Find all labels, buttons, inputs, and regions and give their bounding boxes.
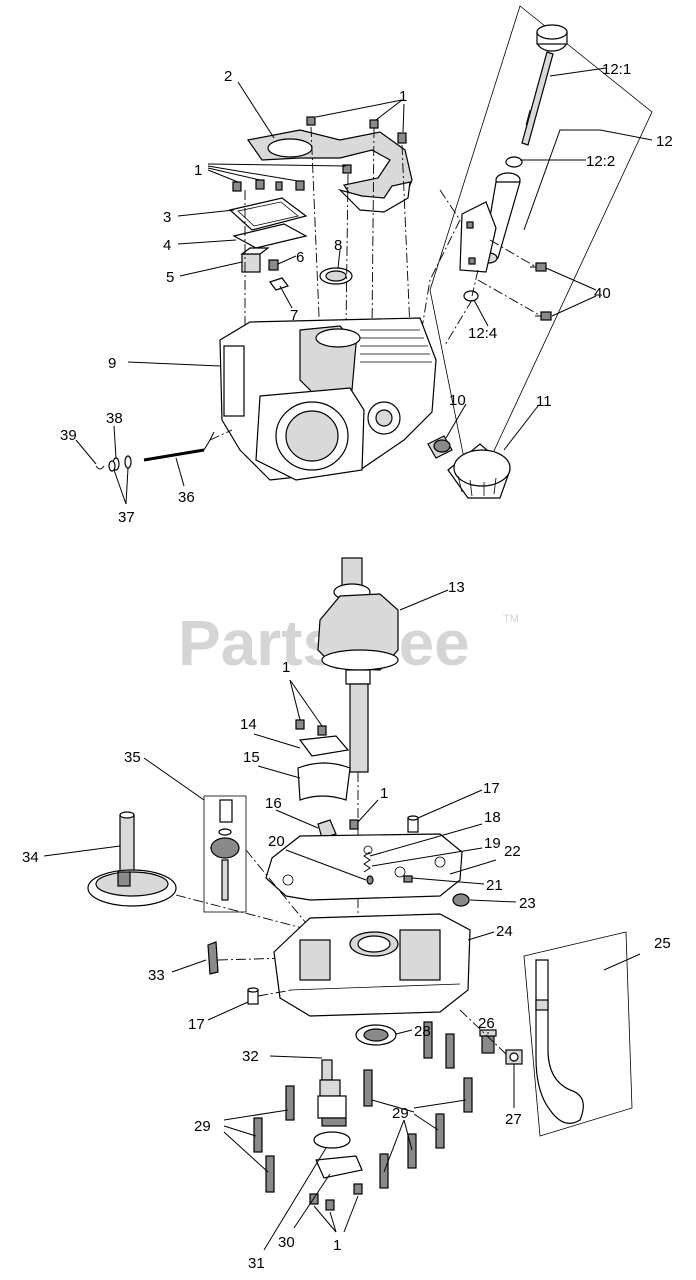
oil-screen-part[interactable] — [297, 762, 351, 801]
callout-34: 34 — [22, 849, 39, 866]
governor-shaft-part[interactable] — [143, 431, 215, 462]
callout-24: 24 — [496, 923, 513, 940]
callout-1-bottom: 1 — [333, 1237, 341, 1254]
callout-18: 18 — [484, 809, 501, 826]
crankcase-gasket-part[interactable] — [265, 833, 463, 901]
hitch-pin-clip-part[interactable] — [95, 465, 105, 470]
valve-seal-part[interactable] — [319, 267, 353, 285]
callout-31: 31 — [248, 1255, 265, 1272]
crankshaft-seal-part[interactable] — [355, 1024, 397, 1046]
dipstick-rod-part[interactable] — [521, 51, 554, 146]
callout-40: 40 — [594, 285, 611, 302]
callout-26: 26 — [478, 1015, 495, 1032]
callout-12: 12 — [656, 133, 673, 150]
callout-36: 36 — [178, 489, 195, 506]
oil-pick-up-cover-part[interactable] — [298, 735, 350, 757]
dipstick-o-ring-part[interactable] — [505, 156, 523, 168]
relief-ball-part[interactable] — [366, 875, 374, 885]
crankcase-cylinder-part[interactable] — [219, 317, 437, 481]
callout-17-upper: 17 — [483, 780, 500, 797]
oil-slinger-part[interactable] — [207, 941, 219, 975]
callout-7: 7 — [290, 307, 298, 324]
callout-25: 25 — [654, 935, 671, 952]
oil-filter-part[interactable] — [447, 443, 511, 499]
callout-11: 11 — [536, 393, 552, 410]
pump-cover-screws-part[interactable] — [309, 1183, 363, 1211]
breather-screw-part[interactable] — [268, 259, 279, 271]
pump-cover-part[interactable] — [315, 1155, 363, 1179]
callout-19: 19 — [484, 835, 501, 852]
callout-1-top: 1 — [399, 88, 407, 105]
oil-pump-screws-part[interactable] — [295, 719, 359, 830]
callout-5: 5 — [166, 269, 174, 286]
callout-33: 33 — [148, 967, 165, 984]
dipstick-cap-part[interactable] — [536, 24, 568, 52]
bracket-screw-upper[interactable] — [530, 262, 547, 272]
bracket-screws-part[interactable] — [232, 116, 407, 192]
governor-assembly-box — [203, 795, 247, 913]
leader-lines — [43, 67, 653, 1251]
crankcase-cover-sump-part[interactable] — [273, 913, 471, 1017]
cover-bolts-part[interactable] — [253, 1021, 473, 1193]
callout-16: 16 — [265, 795, 282, 812]
callout-22: 22 — [504, 843, 521, 860]
callout-29-left: 29 — [194, 1118, 211, 1135]
callout-4: 4 — [163, 237, 171, 254]
callout-12-1: 12:1 — [602, 61, 631, 78]
callout-3: 3 — [163, 209, 171, 226]
callout-12-2: 12:2 — [586, 153, 615, 170]
callout-39: 39 — [60, 427, 77, 444]
callout-20: 20 — [268, 833, 285, 850]
bracket-screw-lower[interactable] — [535, 311, 552, 321]
callout-38: 38 — [106, 410, 123, 427]
governor-washers-part[interactable] — [108, 455, 132, 472]
callout-2: 2 — [224, 68, 232, 85]
drain-valve-part[interactable] — [505, 1049, 523, 1065]
callout-15: 15 — [243, 749, 260, 766]
crankshaft-part[interactable] — [317, 557, 399, 773]
callout-1-right: 1 — [380, 785, 388, 802]
pump-o-ring-part[interactable] — [313, 1131, 351, 1149]
relief-spring-part[interactable] — [363, 851, 371, 873]
dowel-pin-upper-part[interactable] — [407, 815, 419, 833]
callout-1-left: 1 — [194, 162, 202, 179]
camshaft-part[interactable] — [87, 811, 177, 907]
dipstick-bracket-part[interactable] — [459, 201, 497, 273]
watermark-trademark: TM — [503, 613, 519, 625]
callout-29-right: 29 — [392, 1105, 409, 1122]
oil-seal-part[interactable] — [452, 893, 470, 907]
drain-hose-part[interactable] — [535, 959, 584, 1124]
callout-13: 13 — [448, 579, 465, 596]
breather-element-part[interactable] — [240, 247, 270, 273]
reed-valve-part[interactable] — [269, 277, 289, 291]
callout-10: 10 — [449, 392, 466, 409]
oil-pump-part[interactable] — [317, 1059, 347, 1127]
callout-35: 35 — [124, 749, 141, 766]
callout-21: 21 — [486, 877, 503, 894]
callout-37: 37 — [118, 509, 135, 526]
callout-23: 23 — [519, 895, 536, 912]
callout-12-4: 12:4 — [468, 325, 497, 342]
callout-14: 14 — [240, 716, 257, 733]
drain-hose-box — [523, 931, 633, 1137]
oil-filter-adapter-part[interactable] — [427, 435, 453, 459]
blower-housing-bracket-part[interactable] — [246, 129, 413, 213]
callout-8: 8 — [334, 237, 342, 254]
tube-o-ring-part[interactable] — [463, 290, 479, 302]
governor-assembly-part[interactable] — [210, 799, 240, 901]
breather-cover-gasket-part[interactable] — [228, 197, 308, 231]
relief-plug-part[interactable] — [403, 875, 413, 883]
callout-27: 27 — [505, 1111, 522, 1128]
callout-6: 6 — [296, 249, 304, 266]
callout-32: 32 — [242, 1048, 259, 1065]
callout-17-lower: 17 — [188, 1016, 205, 1033]
dowel-pin-lower-part[interactable] — [247, 987, 259, 1005]
callout-28: 28 — [414, 1023, 431, 1040]
callout-9: 9 — [108, 355, 116, 372]
callout-1-mid: 1 — [282, 659, 290, 676]
breather-cover-plate-part[interactable] — [232, 223, 308, 249]
callout-30: 30 — [278, 1234, 295, 1251]
callout-labels: 1 1 2 3 4 5 6 7 8 9 10 11 12 12:1 12:2 1… — [22, 61, 673, 1272]
